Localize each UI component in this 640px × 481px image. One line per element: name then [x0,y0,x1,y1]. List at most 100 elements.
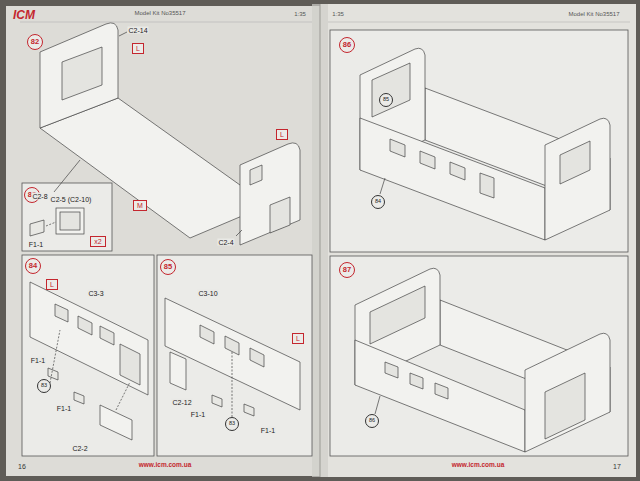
panel-frame [330,30,628,252]
wall-window [200,325,214,344]
glass-part [48,368,58,380]
step-83-drawing [30,208,84,236]
wall-detail [250,165,262,185]
wall-window [390,139,405,157]
header-text: Model Kit No35517 [133,10,186,16]
node-text: 87 [343,266,351,274]
panel-frame [157,255,312,456]
assembly-line [46,222,56,226]
step-number: 82 [27,34,43,50]
page-number: 16 [17,463,27,470]
node-text: L [50,281,54,288]
node-text: 82 [31,38,39,46]
panel-frame [22,183,112,251]
part-tag: L [292,333,304,344]
step-85-drawing [165,298,300,417]
node-text: L [280,131,284,138]
header-text: 1:35 [293,11,307,17]
part-number: C2-14 [127,27,148,34]
wall-door-opening [120,344,140,385]
step-87-drawing [355,268,610,452]
glass-part [30,220,44,236]
glass-part [244,404,254,416]
header-rule [20,22,312,23]
end-wall-part [40,23,118,128]
wall-window [420,151,435,169]
subassembly-ref: 83 [37,379,51,393]
end-wall [545,118,610,240]
node-text: 86 [369,418,375,424]
front-wall [355,340,525,452]
end-wall [525,333,610,452]
door-part [100,405,132,440]
subassembly-ref: 84 [371,195,385,209]
node-text: 86 [343,41,351,49]
node-text: L [296,335,300,342]
node-text: 83 [229,421,235,427]
web-address: www.icm.com.ua [451,462,506,469]
part-number: F1-1 [190,411,206,418]
part-number: C2-5 (C2-10) [50,196,93,203]
step-number: 86 [339,37,355,53]
floor-part [40,98,268,238]
node-text: x2 [94,238,101,245]
wall-window [55,304,68,322]
part-number: C3-10 [197,290,218,297]
step-number: 85 [160,259,176,275]
leader-line [375,396,380,414]
wall-window [410,373,423,389]
panel-frame [330,256,628,456]
header-rule [328,22,630,23]
assembly-line [50,330,60,383]
wall-window [250,348,264,367]
node-text: 85 [383,97,389,103]
assembly-line [232,352,233,417]
panel-frame [22,255,154,456]
wall-window [385,362,398,378]
wall-door [545,373,585,439]
subassembly-ref: 85 [379,93,393,107]
assembly-line [116,382,130,410]
gutter [320,4,321,477]
part-number: F1-1 [56,405,72,412]
node-text: L [136,45,140,52]
part-tag: L [132,43,144,54]
gutter-shade [312,4,328,477]
wall-window [450,162,465,180]
wall-window [78,316,92,335]
part-number: F1-1 [30,357,46,364]
front-wall [360,118,545,240]
wall-window [62,47,102,100]
part-tag: L [276,129,288,140]
part-number: C2-2 [71,445,88,452]
node-text: 85 [164,263,172,271]
leader-line [380,178,385,194]
wall-window [372,63,410,117]
subassembly-ref: 83 [225,417,239,431]
part-number: F1-1 [28,241,44,248]
part-number: C2-8 [31,193,48,200]
wall-window [435,383,448,399]
window-opening [60,212,80,230]
window-frame [56,208,84,234]
part-number: C3-3 [87,290,104,297]
node-text: 83 [41,383,47,389]
wall-window [100,326,114,345]
part-number: F1-1 [260,427,276,434]
wall-window [560,141,590,184]
wall-door [270,197,290,233]
brand-logo: ICM [12,9,36,21]
glass-part [74,392,84,404]
door-part [170,352,186,390]
web-address: www.icm.com.ua [138,462,193,469]
header-text: Model Kit No35517 [567,11,620,17]
leader-line [54,160,80,192]
leader-line [236,230,242,236]
part-number: C2-12 [171,399,192,406]
step-86-drawing [360,48,610,240]
part-tag: x2 [90,236,106,247]
part-number: C2-4 [217,239,234,246]
step-82-drawing [40,23,300,245]
